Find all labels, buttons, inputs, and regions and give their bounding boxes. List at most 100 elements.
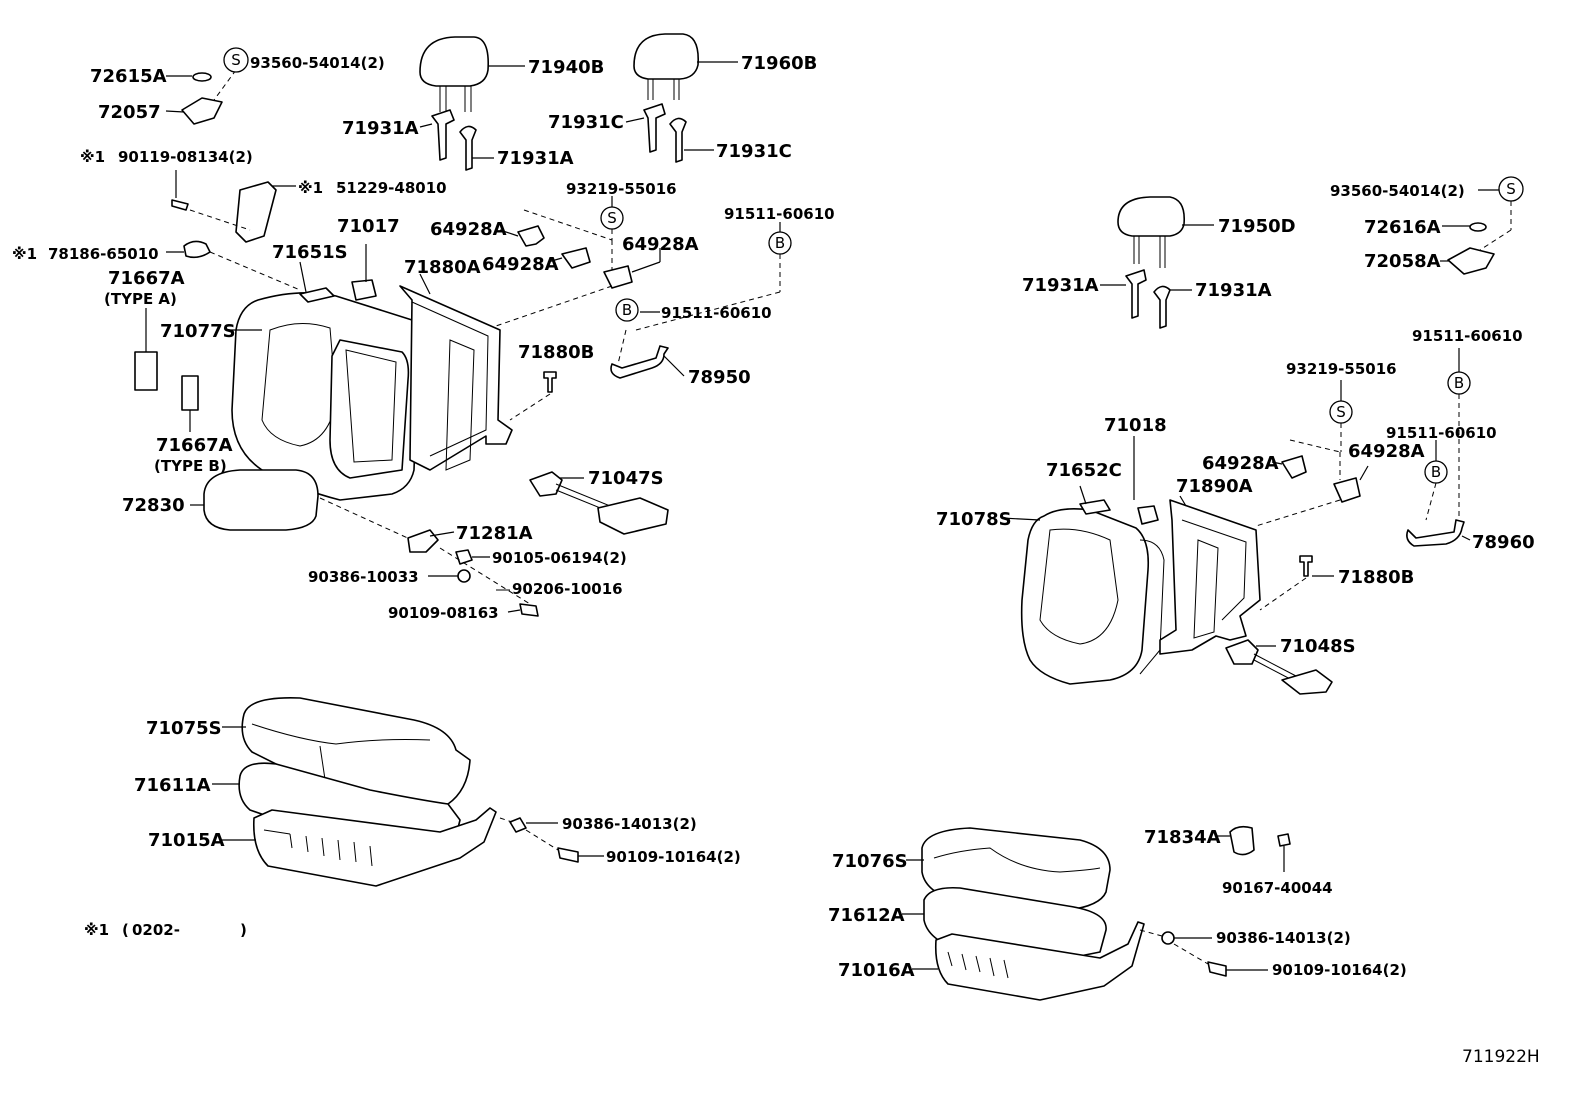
figure-reference: 711922H — [1462, 1047, 1540, 1067]
label-64928A-5: 64928A — [1348, 441, 1425, 462]
label-71940B: 71940B — [528, 57, 604, 78]
lock-71047S — [529, 471, 669, 535]
label-72057: 72057 — [98, 102, 161, 123]
marks-right: S S B B — [1336, 180, 1516, 481]
label-71931A-3: 71931A — [1022, 275, 1099, 296]
star-mark-2: ※1 — [298, 179, 323, 197]
label-71611A: 71611A — [134, 775, 211, 796]
label-71651S: 71651S — [272, 242, 348, 263]
label-51229-48010: 51229-48010 — [336, 179, 447, 197]
star-mark-3: ※1 — [12, 245, 37, 263]
label-91511-60610-left-2: 91511-60610 — [661, 304, 772, 322]
support-71931A-pair — [419, 109, 494, 171]
label-71960B: 71960B — [741, 53, 817, 74]
label-64928A-2: 64928A — [482, 254, 559, 275]
left-seat-back-group — [134, 33, 781, 617]
mark-b-4: B — [1431, 463, 1441, 481]
label-64928A-3: 64928A — [622, 234, 699, 255]
label-72830: 72830 — [122, 495, 185, 516]
left-seat-cushion-group — [212, 697, 604, 887]
label-71880B-right: 71880B — [1338, 567, 1414, 588]
label-93219-55016-left: 93219-55016 — [566, 180, 677, 198]
label-90109-08163: 90109-08163 — [388, 604, 499, 622]
mark-s-1: S — [231, 51, 241, 69]
support-71931A-right-pair — [1100, 269, 1192, 329]
label-71612A: 71612A — [828, 905, 905, 926]
label-71667A-1: 71667A — [108, 268, 185, 289]
label-71931A-1: 71931A — [342, 118, 419, 139]
label-90109-10164-left: 90109-10164(2) — [606, 848, 741, 866]
label-90105-06194: 90105-06194(2) — [492, 549, 627, 567]
label-91511-60610-left-1: 91511-60610 — [724, 205, 835, 223]
label-71281A: 71281A — [456, 523, 533, 544]
label-71880A: 71880A — [404, 257, 481, 278]
strap-78950 — [610, 345, 685, 379]
label-90386-10033: 90386-10033 — [308, 568, 419, 586]
label-71931A-2: 71931A — [497, 148, 574, 169]
label-71016A: 71016A — [838, 960, 915, 981]
frame-71880A — [399, 273, 513, 471]
mark-b-1: B — [775, 234, 785, 252]
headrest-71940B — [419, 36, 525, 112]
mark-s-3: S — [1506, 180, 1516, 198]
label-71880B-left: 71880B — [518, 342, 594, 363]
label-78950: 78950 — [688, 367, 751, 388]
label-90386-14013-right: 90386-14013(2) — [1216, 929, 1351, 947]
label-90119-08134: 90119-08134(2) — [118, 148, 253, 166]
right-seat-cushion-group — [902, 825, 1291, 1001]
star-mark-1: ※1 — [80, 148, 105, 166]
label-71018: 71018 — [1104, 415, 1167, 436]
star-mark-note: ※1 — [84, 921, 109, 939]
label-71015A: 71015A — [148, 830, 225, 851]
labels-left: 72615A 93560-54014(2) 71940B 71960B 7205… — [12, 53, 835, 939]
label-93219-55016-right: 93219-55016 — [1286, 360, 1397, 378]
label-71652C: 71652C — [1046, 460, 1122, 481]
headrest-71950D — [1117, 196, 1214, 268]
label-90206-10016: 90206-10016 — [512, 580, 623, 598]
seatback-71077S — [231, 292, 420, 501]
label-71017: 71017 — [337, 216, 400, 237]
label-93560-54014-left: 93560-54014(2) — [250, 54, 385, 72]
label-90109-10164-right: 90109-10164(2) — [1272, 961, 1407, 979]
support-71931C-pair — [625, 103, 714, 163]
label-71047S: 71047S — [588, 468, 664, 489]
mark-b-2: B — [622, 301, 632, 319]
label-type-a: (TYPE A) — [104, 290, 177, 308]
label-type-b: (TYPE B) — [154, 457, 227, 475]
right-seat-back-group — [1001, 176, 1524, 695]
label-78186-65010: 78186-65010 — [48, 245, 159, 263]
label-93560-54014-right: 93560-54014(2) — [1330, 182, 1465, 200]
mark-s-4: S — [1336, 403, 1346, 421]
label-71076S: 71076S — [832, 851, 908, 872]
label-71931C-2: 71931C — [716, 141, 792, 162]
label-71890A: 71890A — [1176, 476, 1253, 497]
frame-71890A — [1159, 495, 1261, 655]
label-71667A-2: 71667A — [156, 435, 233, 456]
label-71075S: 71075S — [146, 718, 222, 739]
marks-s-left: S S — [223, 47, 624, 242]
label-64928A-1: 64928A — [430, 219, 507, 240]
label-78960: 78960 — [1472, 532, 1535, 553]
label-72615A: 72615A — [90, 66, 167, 87]
label-64928A-4: 64928A — [1202, 453, 1279, 474]
label-71077S: 71077S — [160, 321, 236, 342]
lock-71048S — [1225, 639, 1333, 695]
label-71048S: 71048S — [1280, 636, 1356, 657]
cushion-frame-71015A — [222, 807, 497, 887]
label-90386-14013-left: 90386-14013(2) — [562, 815, 697, 833]
strap-78960 — [1406, 519, 1471, 547]
label-71931A-4: 71931A — [1195, 280, 1272, 301]
label-72058A: 72058A — [1364, 251, 1441, 272]
marks-b-left: B B — [615, 222, 792, 322]
paren-close: ) — [240, 921, 247, 939]
label-72616A: 72616A — [1364, 217, 1441, 238]
label-71931C-1: 71931C — [548, 112, 624, 133]
label-71834A: 71834A — [1144, 827, 1221, 848]
mark-s-2: S — [607, 209, 617, 227]
label-91511-60610-right-2: 91511-60610 — [1386, 424, 1497, 442]
cushion-cover-71075S — [222, 697, 471, 811]
mark-b-3: B — [1454, 374, 1464, 392]
label-90167-40044: 90167-40044 — [1222, 879, 1333, 897]
label-91511-60610-right-1: 91511-60610 — [1412, 327, 1523, 345]
